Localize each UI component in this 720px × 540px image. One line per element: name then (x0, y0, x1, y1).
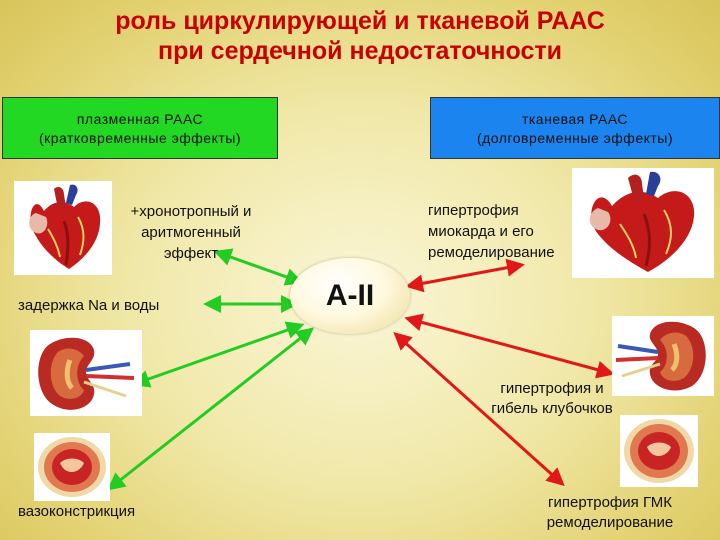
arrow-to-chronotropic (213, 248, 304, 286)
kidney-icon (615, 321, 706, 391)
smc-line-1: гипертрофия ГМК (548, 494, 672, 511)
arrow-to-smc (393, 331, 565, 487)
vessel-cross-section-icon (624, 419, 694, 483)
vessel-left-image (34, 433, 110, 501)
tissue-raas-box: тканевая РААС (долговременные эффекты) (430, 97, 720, 159)
glomerular-line-1: гипертрофия и (500, 380, 604, 397)
vessel-right-image (620, 415, 698, 487)
myocardial-line-1: гипертрофия (428, 202, 519, 219)
kidney-icon (38, 337, 135, 410)
arrow-to-myocardial (405, 258, 525, 293)
myocardial-line-3: ремоделирование (428, 244, 555, 261)
arrow-to-kidney-right (404, 313, 615, 379)
smc-line-2: ремоделирование (546, 514, 674, 531)
page-title: роль циркулирующей и тканевой РААС при с… (0, 6, 720, 66)
heart-right-image (572, 168, 714, 278)
heart-icon (589, 171, 695, 272)
chronotropic-line-3: эффект (163, 245, 219, 262)
kidney-left-image (30, 330, 142, 416)
myocardial-hypertrophy-label: гипертрофия миокарда и его ремоделирован… (428, 200, 598, 263)
smc-hypertrophy-label: гипертрофия ГМК ремоделирование (520, 493, 700, 533)
heart-icon (29, 184, 101, 269)
arrow-to-kidney-left (131, 321, 305, 388)
tissue-raas-label: тканевая РААС (521, 111, 629, 127)
retention-label: задержка Na и воды (18, 297, 160, 314)
heart-left-image (14, 181, 112, 275)
chronotropic-effect-label: +хронотропный и аритмогенный эффект (98, 201, 284, 264)
vessel-cross-section-icon (38, 437, 106, 497)
kidney-right-image (612, 316, 714, 396)
angiotensin-ii-node: A-II (290, 258, 410, 334)
glomerular-line-2: гибель клубочков (491, 400, 613, 417)
title-line-1: роль циркулирующей и тканевой РААС (115, 7, 605, 35)
chronotropic-line-2: аритмогенный (141, 224, 241, 241)
plasma-raas-box: плазменная РААС (кратковременные эффекты… (2, 97, 278, 159)
angiotensin-ii-label: A-II (325, 279, 375, 312)
plasma-raas-sublabel: (кратковременные эффекты) (38, 130, 242, 146)
tissue-raas-sublabel: (долговременные эффекты) (476, 130, 674, 146)
glomerular-label: гипертрофия и гибель клубочков (462, 379, 642, 419)
arrow-to-vessel-left (106, 327, 315, 491)
myocardial-line-2: миокарда и его (428, 223, 534, 240)
chronotropic-line-1: +хронотропный и (130, 203, 252, 220)
title-line-2: при сердечной недостаточности (158, 37, 562, 65)
vasoconstriction-label: вазоконстрикция (18, 503, 136, 520)
plasma-raas-label: плазменная РААС (76, 111, 204, 127)
